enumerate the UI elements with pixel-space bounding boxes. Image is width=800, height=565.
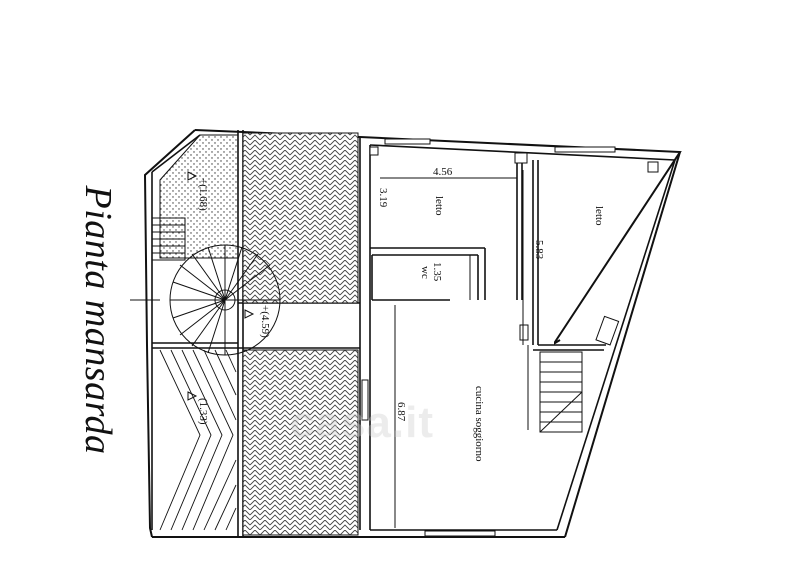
stair-right [527,345,583,433]
room-label-letto-1: letto [433,196,445,216]
outer-walls [143,129,682,538]
plan-title: Pianta mansarda [77,185,119,455]
level-1-33: (1.33) [197,398,209,425]
watermark: casa.it [290,398,434,447]
room-label-cucina: cucina soggiorno [473,386,485,462]
fixtures [369,146,659,346]
room-label-letto-2: letto [593,206,605,226]
dim-5-83: 5.83 [533,240,545,260]
level-markers [187,171,255,401]
stair-top-left [151,217,186,261]
spiral-stair [130,244,281,356]
dim-4-56: 4.56 [433,166,453,178]
room-label-wc: wc [419,266,431,279]
dim-6-87: 6.87 [395,402,407,422]
dim-3-19: 3.19 [377,188,389,208]
roof-area-top [242,132,359,304]
dim-1-35: 1.35 [431,262,443,282]
windows [361,138,616,537]
level-1-68: +(1.68) [197,178,209,211]
inner-walls [151,130,676,537]
level-4-59: +(4.59) [259,305,271,338]
dotted-terrace [159,134,239,259]
dimension-lines [380,170,524,528]
roof-area-bottom [242,349,359,536]
chevron-roof [159,349,237,531]
